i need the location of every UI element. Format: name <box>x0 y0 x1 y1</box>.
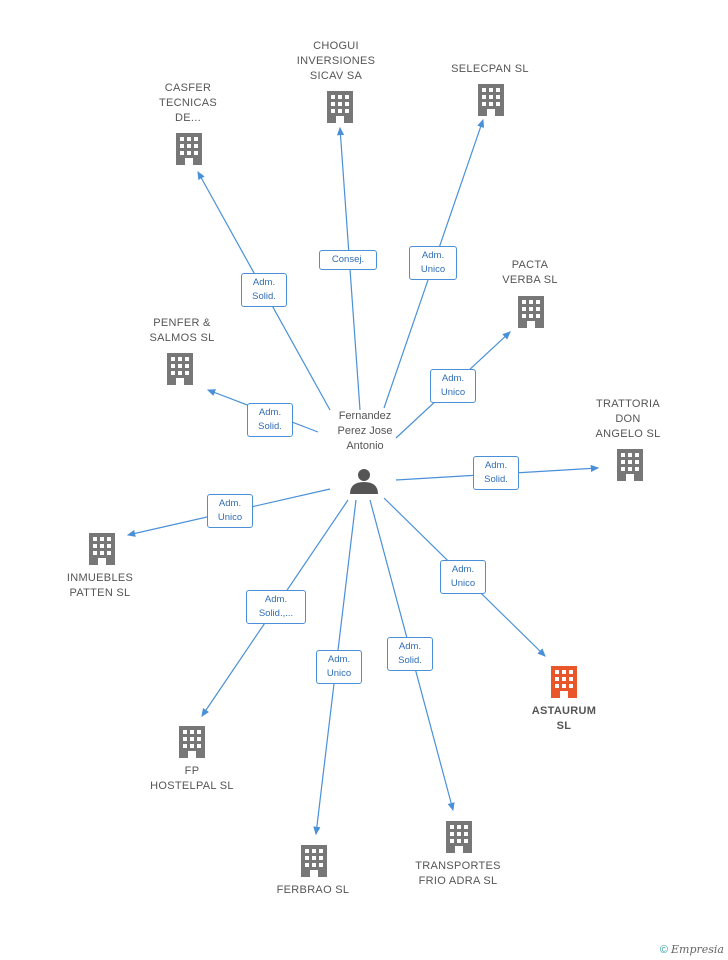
company-label-fp[interactable]: FP HOSTELPAL SL <box>150 765 234 792</box>
company-label-transportes[interactable]: TRANSPORTES FRIO ADRA SL <box>415 860 501 887</box>
building-icon[interactable] <box>167 353 193 385</box>
role-badge-trattoria: Adm. Solid. <box>473 456 519 490</box>
company-label-chogui[interactable]: CHOGUI INVERSIONES SICAV SA <box>296 40 376 82</box>
building-icon[interactable] <box>301 845 327 877</box>
company-label-trattoria[interactable]: TRATTORIA DON ANGELO SL <box>595 398 661 440</box>
copyright-icon: © <box>659 944 668 956</box>
building-icon[interactable] <box>327 91 353 123</box>
company-label-pacta[interactable]: PACTA VERBA SL <box>502 259 558 286</box>
role-badge-selecpan: Adm. Unico <box>409 246 457 280</box>
company-label-astaurum[interactable]: ASTAURUM SL <box>531 705 597 732</box>
company-label-inmuebles[interactable]: INMUEBLES PATTEN SL <box>66 572 134 599</box>
role-badge-inmuebles: Adm. Unico <box>207 494 253 528</box>
building-icon[interactable] <box>446 821 472 853</box>
building-icon[interactable] <box>551 666 577 698</box>
role-badge-penfer: Adm. Solid. <box>247 403 293 437</box>
role-badge-ferbrao: Adm. Unico <box>316 650 362 684</box>
role-badge-pacta: Adm. Unico <box>430 369 476 403</box>
company-label-selecpan[interactable]: SELECPAN SL <box>451 63 529 75</box>
company-label-ferbrao[interactable]: FERBRAO SL <box>276 884 350 896</box>
role-badge-casfer: Adm. Solid. <box>241 273 287 307</box>
building-icon[interactable] <box>617 449 643 481</box>
role-badge-fp: Adm. Solid.,... <box>246 590 306 624</box>
building-icon[interactable] <box>518 296 544 328</box>
role-badge-chogui: Consej. <box>319 250 377 270</box>
person-name: Fernandez Perez Jose Antonio <box>337 410 393 452</box>
person-icon[interactable] <box>350 469 378 494</box>
watermark: © Empresia <box>660 943 724 956</box>
brand-name: Empresia <box>671 943 724 956</box>
building-icon[interactable] <box>478 84 504 116</box>
building-icon[interactable] <box>179 726 205 758</box>
company-label-casfer[interactable]: CASFER TECNICAS DE... <box>158 82 218 124</box>
role-badge-transportes: Adm. Solid. <box>387 637 433 671</box>
company-label-penfer[interactable]: PENFER & SALMOS SL <box>149 317 215 344</box>
role-badge-astaurum: Adm. Unico <box>440 560 486 594</box>
building-icon[interactable] <box>176 133 202 165</box>
building-icon[interactable] <box>89 533 115 565</box>
